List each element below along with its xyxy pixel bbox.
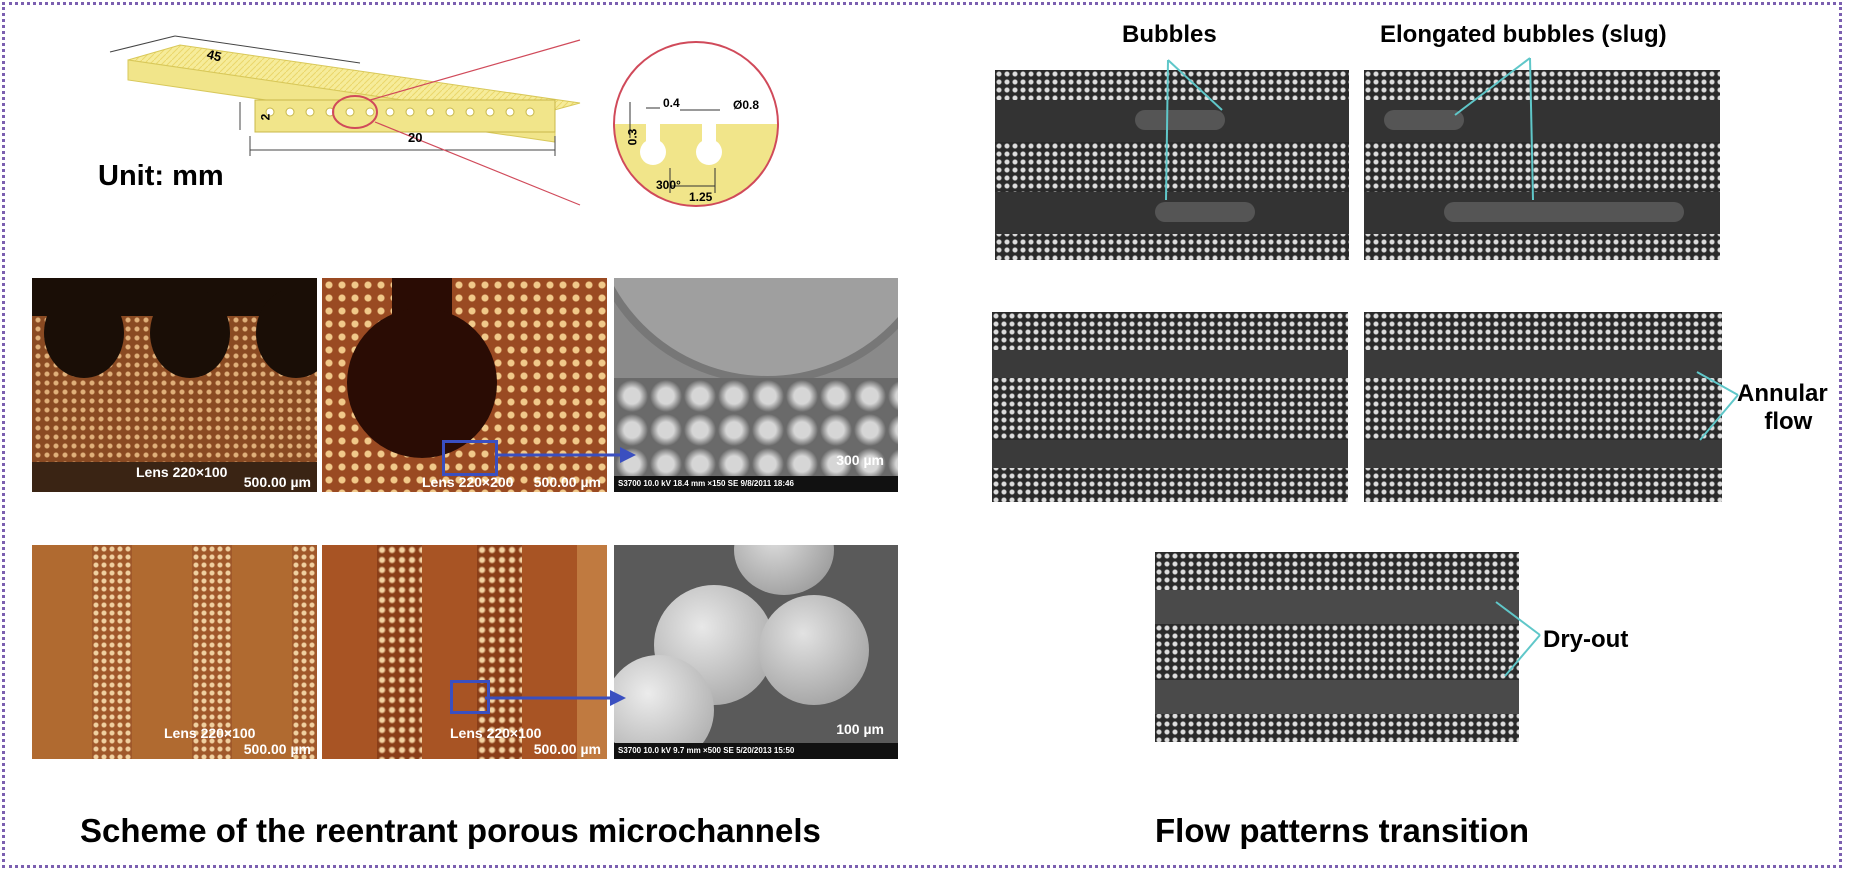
scale-label: 500.00 µm	[533, 741, 601, 757]
zoom-arrow-1	[495, 447, 636, 463]
lens-label: Lens 220×100	[164, 725, 256, 741]
dim-width-label: 20	[408, 130, 423, 145]
caption-left: Scheme of the reentrant porous microchan…	[80, 812, 821, 849]
label-annular-line1: Annular	[1737, 380, 1828, 407]
label-slug: Elongated bubbles (slug)	[1380, 21, 1667, 48]
sem-info-bar: S3700 10.0 kV 18.4 mm ×150 SE 9/8/2011 1…	[614, 476, 898, 492]
lens-label: Lens 220×100	[450, 725, 542, 741]
detail-dim-1: Ø0.8	[733, 98, 760, 112]
micrograph-cross-section-1: Lens 220×100 500.00 µm	[32, 278, 317, 492]
scale-label: 500.00 µm	[243, 741, 311, 757]
micrograph-top-view-1: Lens 220×100 500.00 µm	[32, 545, 317, 759]
lens-label: Lens 220×100	[136, 464, 228, 480]
unit-label: Unit: mm	[98, 160, 224, 192]
sem-info-bar: S3700 10.0 kV 9.7 mm ×500 SE 5/20/2013 1…	[614, 743, 898, 759]
lens-label: Lens 220×200	[422, 474, 514, 490]
sem-cross-section: 300 µm S3700 10.0 kV 18.4 mm ×150 SE 9/8…	[614, 278, 898, 492]
channel-schematic	[109, 35, 581, 206]
label-dryout: Dry-out	[1543, 626, 1629, 653]
label-annular-line2: flow	[1764, 408, 1813, 435]
flow-image-slug	[1364, 70, 1720, 260]
flow-image-bubbles	[995, 70, 1349, 260]
scale-label: 300 µm	[836, 452, 884, 468]
detail-dim-0: 0.4	[663, 96, 680, 110]
scale-label: 100 µm	[836, 721, 884, 737]
scale-label: 500.00 µm	[243, 474, 311, 490]
detail-dim-3: 300°	[656, 178, 681, 192]
flow-image-dryout	[1155, 552, 1519, 742]
flow-image-annular-2	[1364, 312, 1722, 502]
label-annular: Annular flow	[1737, 380, 1828, 436]
label-bubbles: Bubbles	[1122, 21, 1217, 48]
sem-top-view: 100 µm S3700 10.0 kV 9.7 mm ×500 SE 5/20…	[614, 545, 898, 759]
magnified-detail	[613, 41, 779, 207]
micrograph-top-view-2: Lens 220×100 500.00 µm	[322, 545, 607, 759]
detail-dim-4: 1.25	[689, 190, 713, 204]
zoom-arrow-2	[485, 690, 626, 706]
scale-label: 500.00 µm	[533, 474, 601, 490]
caption-right: Flow patterns transition	[1155, 812, 1530, 849]
flow-image-annular-1	[992, 312, 1348, 502]
